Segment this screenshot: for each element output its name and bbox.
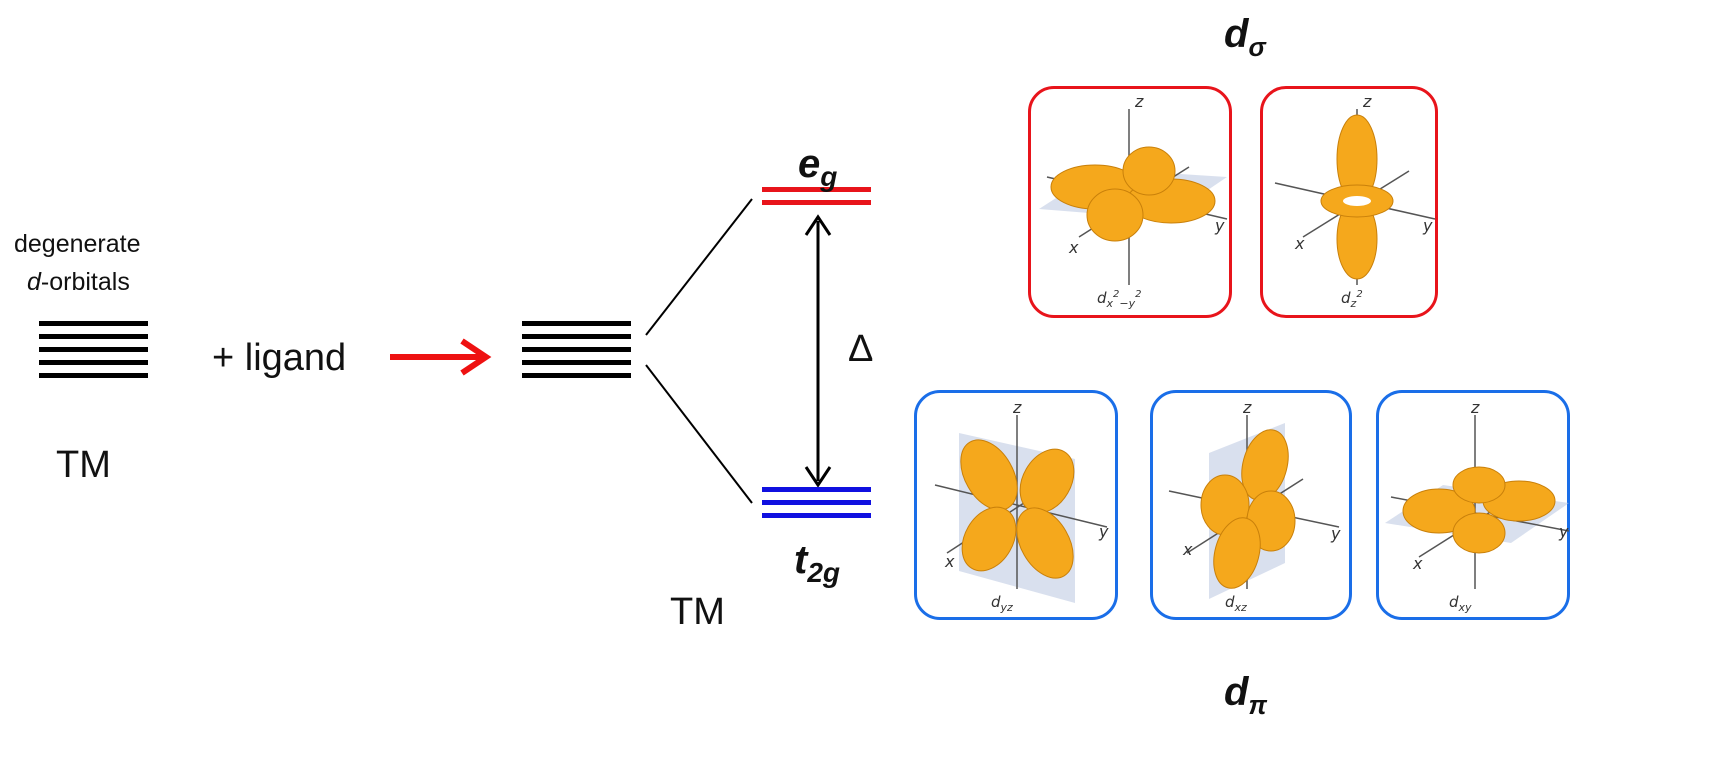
z-axis-label: z [1470, 398, 1480, 417]
z-axis-label: z [1134, 92, 1144, 111]
x-axis-label: x [1068, 238, 1079, 257]
x-axis-label: x [1294, 234, 1305, 253]
t2g-level [762, 513, 871, 518]
orbital-box-dx2-y2: z y x dx2−y2 [1028, 86, 1232, 318]
t2g-main: t [794, 538, 808, 582]
delta-label: Δ [848, 328, 874, 370]
dyz-caption: dyz [991, 593, 1013, 614]
x-axis-label: x [944, 552, 955, 571]
eg-sub: g [820, 161, 838, 192]
t2g-level [762, 500, 871, 505]
t2g-level [762, 487, 871, 492]
dxy-caption: dxy [1449, 593, 1472, 614]
level [522, 347, 631, 352]
y-axis-label: y [1422, 216, 1433, 235]
d-sigma-sub: σ [1248, 32, 1266, 62]
z-axis-label: z [1242, 398, 1252, 417]
dyz-orbital-icon: z y x dyz [934, 398, 1109, 614]
orbital-box-dxz: z y x dxz [1150, 390, 1352, 620]
t2g-levels [762, 487, 871, 526]
degenerate-levels [39, 321, 148, 386]
dxz-orbital-icon: z y x dxz [1168, 398, 1341, 614]
orbital-box-dyz: z y x dyz [914, 390, 1118, 620]
red-arrow [390, 338, 492, 376]
level [39, 347, 148, 352]
ligand-field-levels [522, 321, 631, 386]
eg-levels [762, 187, 871, 213]
eg-level [762, 187, 871, 192]
d-pi-main: d [1224, 670, 1249, 714]
level [39, 360, 148, 365]
d-sigma-main: d [1224, 12, 1249, 56]
dx2-y2-caption: dx2−y2 [1097, 289, 1142, 310]
level [39, 373, 148, 378]
ligand-label: + ligand [212, 337, 347, 379]
tm-right-label: TM [670, 591, 725, 633]
dxz-caption: dxz [1225, 593, 1247, 614]
d-orbitals-label: d-orbitals [27, 270, 130, 295]
dz2-caption: dz2 [1341, 289, 1363, 310]
x-axis-label: x [1412, 554, 1423, 573]
level [39, 334, 148, 339]
dz2-orbital-icon: z y x dz2 [1274, 92, 1436, 310]
eg-label: eg [798, 144, 837, 191]
level [522, 373, 631, 378]
d-sigma-label: dσ [1224, 14, 1266, 60]
y-axis-label: y [1098, 522, 1109, 541]
orbital-box-dz2: z y x dz2 [1260, 86, 1438, 318]
t2g-sub: 2g [807, 557, 841, 588]
d-orbitals-d: d [27, 268, 41, 296]
y-axis-label: y [1558, 522, 1569, 541]
y-axis-label: y [1330, 524, 1341, 543]
z-axis-label: z [1012, 398, 1022, 417]
eg-level [762, 200, 871, 205]
dx2-y2-orbital-icon: z y x dx2−y2 [1039, 92, 1228, 310]
level [522, 360, 631, 365]
d-pi-sub: π [1248, 690, 1267, 720]
z-axis-label: z [1362, 92, 1372, 111]
x-axis-label: x [1182, 540, 1193, 559]
level [522, 334, 631, 339]
level [39, 321, 148, 326]
splitting-diagram [645, 198, 832, 504]
y-axis-label: y [1214, 216, 1225, 235]
level [522, 321, 631, 326]
d-orbitals-rest: -orbitals [40, 268, 130, 296]
d-pi-label: dπ [1224, 672, 1267, 718]
tm-left-label: TM [56, 444, 111, 486]
orbital-box-dxy: z y x dxy [1376, 390, 1570, 620]
t2g-label: t2g [794, 540, 840, 587]
eg-main: e [798, 142, 821, 186]
degenerate-label: degenerate [14, 230, 141, 258]
dxy-orbital-icon: z y x dxy [1385, 398, 1570, 614]
